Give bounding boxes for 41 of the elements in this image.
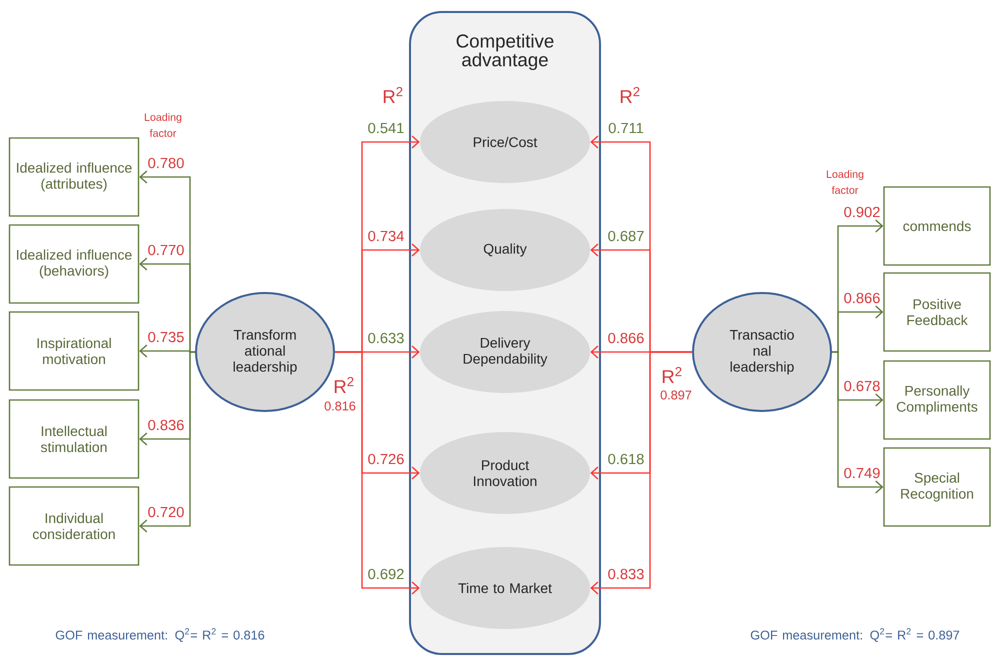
edge-label: 0.780 — [146, 156, 186, 170]
edge-label: 0.770 — [146, 243, 186, 257]
annotation-text: Loading factor — [826, 170, 864, 194]
annotation-text: Loading factor — [144, 113, 182, 137]
edge-label: 0.692 — [366, 567, 406, 581]
edge-label: 0.633 — [366, 331, 406, 345]
edge-label: 0.687 — [606, 229, 646, 243]
gof-text: GOF measurement: Q$^{2}$= R$^{2}$ = 0.816 — [56, 628, 264, 642]
r-squared-label: R$^{2}$ — [662, 366, 682, 384]
edge-label: 0.836 — [146, 418, 186, 432]
r-squared-label: R$^{2}$ — [384, 86, 402, 104]
edge-label: 0.735 — [146, 330, 186, 344]
indicator-box: Intellectual stimulation — [8, 399, 140, 479]
indicator-box: Idealized influence (behaviors) — [8, 224, 140, 304]
arrow — [335, 351, 420, 594]
edge-label: 0.866 — [842, 291, 882, 305]
indicator-box: Special Recognition — [883, 447, 991, 527]
gof-text: GOF measurement: Q$^{2}$= R$^{2}$ = 0.897 — [750, 628, 960, 642]
indicator-box: Individual consideration — [8, 486, 140, 566]
r-squared-label: R$^{2}$ — [620, 86, 640, 104]
edge-label: 0.749 — [842, 466, 882, 480]
indicator-box: Positive Feedback — [883, 272, 991, 352]
arrow — [139, 351, 195, 532]
edge-label: 0.678 — [842, 379, 882, 393]
indicator-box: Inspirational motivation — [8, 311, 140, 391]
edge-label: 0.866 — [606, 331, 646, 345]
edge-label: 0.711 — [606, 121, 646, 135]
edge-label: 0.734 — [366, 229, 406, 243]
arrow — [590, 351, 692, 594]
edge-label: 0.618 — [606, 452, 646, 466]
indicator-box: commends — [883, 186, 991, 266]
indicator-box: Idealized influence (attributes) — [8, 137, 140, 217]
edge-label: 0.833 — [606, 567, 646, 581]
edge-label: 0.726 — [366, 452, 406, 466]
edge-label: 0.902 — [842, 205, 882, 219]
r-squared-label: R$^{2}$ — [334, 376, 354, 394]
arrow — [832, 351, 884, 494]
edge-label: 0.541 — [366, 121, 406, 135]
r-squared-value: 0.897 — [660, 390, 692, 400]
edge-label: 0.720 — [146, 505, 186, 519]
indicator-box: Personally Compliments — [883, 360, 991, 440]
